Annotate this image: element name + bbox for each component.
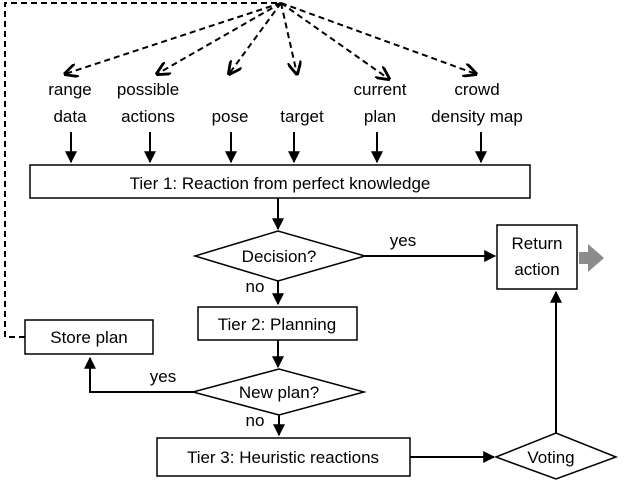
hub-to-current-plan-arrow (280, 2, 389, 79)
decision-yes-label: yes (390, 231, 416, 250)
input-labels: range data possible actions pose target … (48, 80, 523, 126)
new-plan-label: New plan? (239, 383, 319, 402)
input-range-data-line2: data (53, 107, 87, 126)
hub-to-range-data-arrow (65, 2, 282, 74)
tier3-box (156, 437, 411, 477)
hub-to-possible-actions-arrow (157, 2, 282, 74)
tier3-label: Tier 3: Heuristic reactions (187, 448, 379, 467)
decision-no-label: no (246, 277, 265, 296)
voting-node: Voting (493, 432, 619, 480)
tier1-box (29, 164, 531, 199)
output-arrow-head (588, 244, 604, 272)
return-action-box (496, 224, 578, 290)
tier1-node: Tier 1: Reaction from perfect knowledge (29, 164, 531, 199)
store-plan-box (24, 319, 154, 355)
tier3-node: Tier 3: Heuristic reactions (156, 437, 411, 477)
new-plan-no-label: no (246, 411, 265, 430)
voting-diamond (493, 432, 619, 480)
input-distribution-arrows (65, 2, 476, 79)
input-range-data-line1: range (48, 80, 91, 99)
output-arrow-shaft (579, 252, 589, 264)
input-possible-actions-line1: possible (117, 80, 179, 99)
input-crowd-density-map-line2: density map (431, 107, 523, 126)
new-plan-yes-label: yes (150, 367, 176, 386)
store-plan-label: Store plan (50, 328, 128, 347)
input-current-plan-line2: plan (364, 107, 396, 126)
decision-label: Decision? (242, 247, 317, 266)
tier1-label: Tier 1: Reaction from perfect knowledge (130, 174, 431, 193)
output-arrow (579, 244, 604, 272)
hub-to-pose-arrow (229, 2, 282, 74)
hub-to-target-arrow (280, 2, 297, 74)
decision-node: Decision? (192, 230, 368, 282)
tier2-label: Tier 2: Planning (218, 315, 336, 334)
new-plan-yes-arrow (84, 356, 193, 393)
input-to-tier1-arrows (65, 132, 487, 164)
new-plan-diamond (190, 368, 367, 416)
voting-label: Voting (527, 448, 574, 467)
return-action-label-line1: Return (511, 234, 562, 253)
input-target: target (280, 107, 324, 126)
input-possible-actions-line2: actions (121, 107, 175, 126)
hub-to-crowd-density-map-arrow (280, 2, 476, 74)
feedback-loop-line (4, 2, 281, 338)
input-pose: pose (212, 107, 249, 126)
return-action-node: Return action (496, 224, 578, 290)
new-plan-node: New plan? (190, 368, 367, 416)
tier2-node: Tier 2: Planning (197, 306, 358, 341)
return-action-label-line2: action (514, 260, 559, 279)
store-plan-node: Store plan (24, 319, 154, 355)
input-current-plan-line1: current (354, 80, 407, 99)
tier2-box (197, 306, 358, 341)
input-crowd-density-map-line1: crowd (454, 80, 499, 99)
